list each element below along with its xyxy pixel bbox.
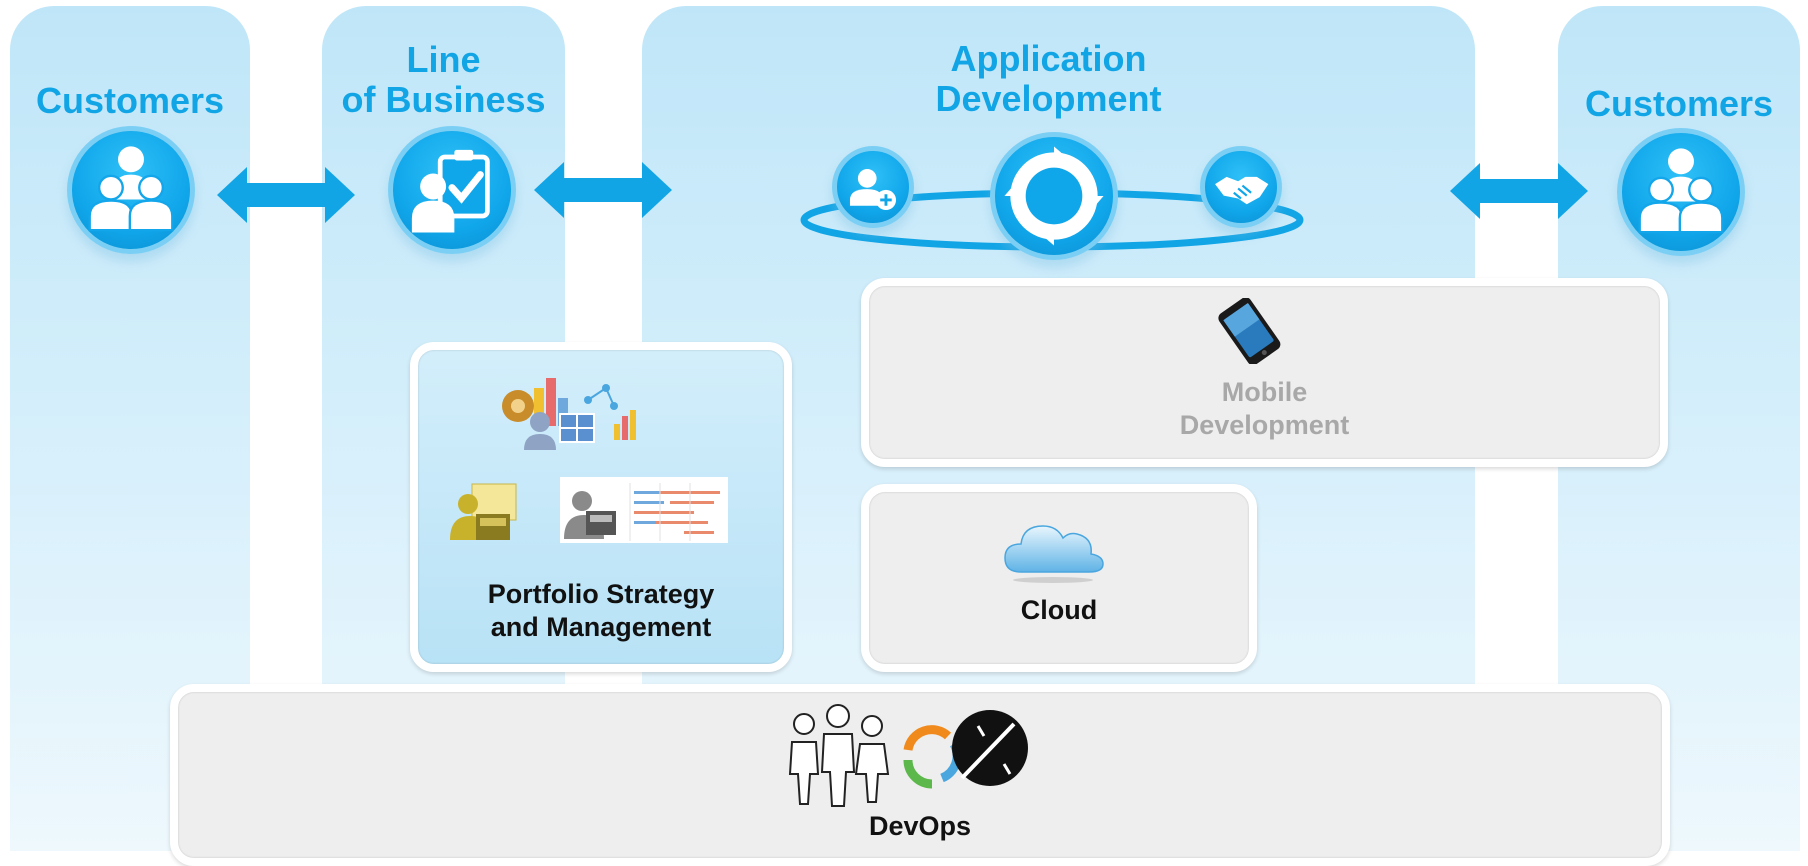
portfolio-strategy-panel: Portfolio Strategy and Management — [410, 342, 792, 672]
cloud-icon — [1001, 514, 1105, 584]
bidirectional-arrow-icon — [1450, 163, 1588, 219]
smartphone-icon — [1210, 297, 1286, 366]
bidirectional-arrow-icon — [533, 162, 673, 218]
cloud-label: Cloud — [1020, 595, 1098, 625]
cloud-panel: Cloud — [861, 484, 1257, 672]
project-manager-icon — [446, 480, 526, 546]
devops-panel: DevOps — [170, 684, 1670, 866]
customers-group-icon — [1617, 128, 1745, 256]
customers-group-icon — [67, 126, 195, 254]
column-title-application-development: Application Development — [935, 38, 1162, 119]
column-title-customers-right: Customers — [1584, 83, 1774, 124]
agile-cycle-icon — [990, 132, 1118, 260]
gantt-chart-icon — [560, 477, 728, 547]
mobile-development-panel: Mobile Development — [861, 278, 1668, 467]
devops-team-cycle-icon — [782, 702, 1036, 812]
column-title-customers-left: Customers — [35, 80, 225, 121]
add-user-icon — [832, 146, 914, 228]
clipboard-approval-icon — [388, 126, 516, 254]
column-title-line-of-business: Line of Business — [341, 39, 546, 120]
bidirectional-arrow-icon — [217, 167, 355, 223]
devops-label: DevOps — [868, 811, 972, 841]
mobile-development-label: Mobile Development — [1179, 377, 1350, 440]
portfolio-tools-icon — [488, 364, 648, 474]
portfolio-strategy-label: Portfolio Strategy and Management — [487, 579, 715, 642]
handshake-icon — [1200, 146, 1282, 228]
